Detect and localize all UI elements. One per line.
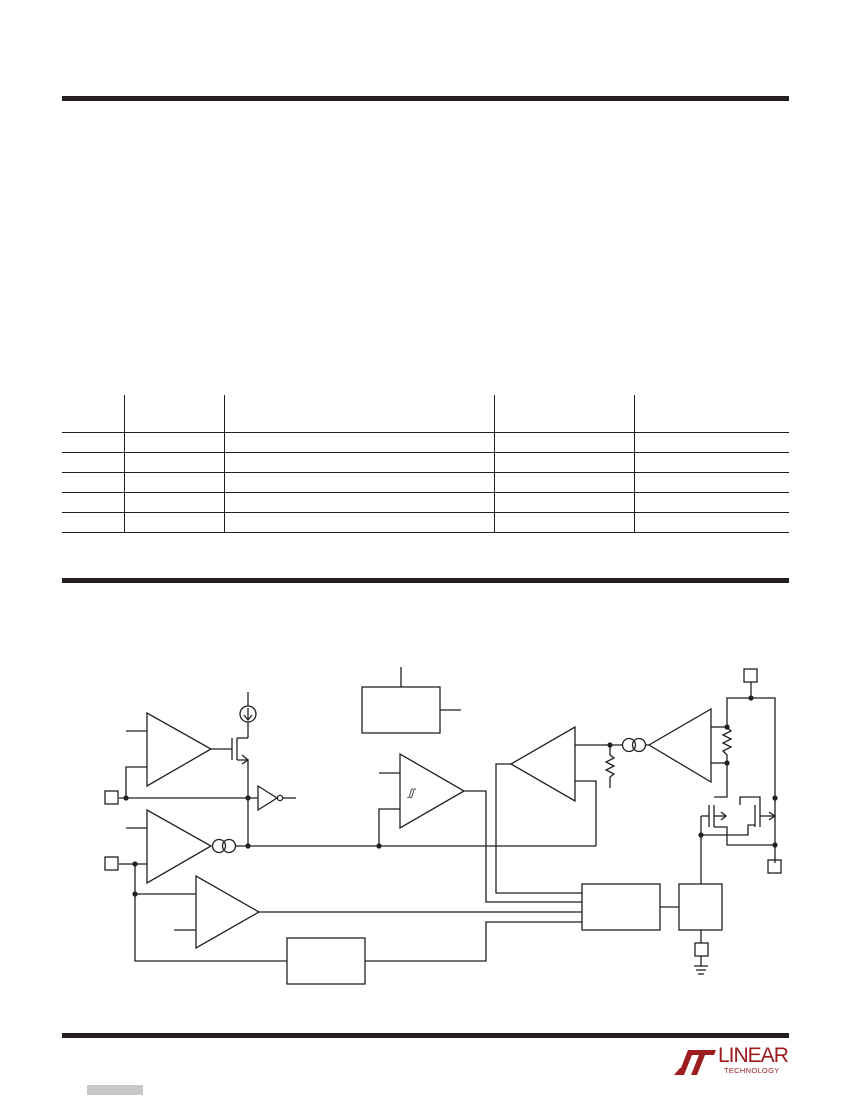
bottom-block bbox=[134, 894, 582, 985]
table-header-cell bbox=[123, 395, 224, 433]
current-source-transistor bbox=[231, 692, 257, 846]
table-cell bbox=[123, 472, 224, 493]
page-link-bar[interactable] bbox=[87, 1085, 143, 1095]
logic-block bbox=[581, 883, 661, 931]
pin-box bbox=[104, 790, 119, 805]
pin-box bbox=[104, 856, 119, 871]
logo-wordmark: LINEAR bbox=[718, 1044, 789, 1067]
table-row bbox=[62, 432, 789, 453]
table-cell bbox=[123, 432, 224, 453]
table-header-cell bbox=[62, 395, 124, 433]
amplifier-1 bbox=[125, 711, 232, 798]
ground-pin bbox=[694, 930, 709, 975]
table-cell bbox=[62, 512, 124, 533]
table-row bbox=[62, 452, 789, 473]
output-stage bbox=[700, 682, 777, 884]
table-cell bbox=[633, 432, 789, 453]
table-cell bbox=[493, 472, 634, 493]
table-header-row bbox=[62, 395, 789, 433]
pin-table bbox=[62, 395, 789, 533]
table-cell bbox=[223, 512, 494, 533]
table-cell bbox=[223, 432, 494, 453]
amplifier-5 bbox=[621, 707, 727, 784]
table-cell bbox=[633, 512, 789, 533]
table-cell bbox=[493, 452, 634, 473]
lt-mark-icon bbox=[674, 1050, 716, 1075]
table-cell bbox=[493, 492, 634, 513]
table-row bbox=[62, 472, 789, 493]
table-cell bbox=[633, 452, 789, 473]
table-cell bbox=[633, 492, 789, 513]
table-header-cell bbox=[493, 395, 634, 433]
table-header-cell bbox=[633, 395, 789, 433]
logo-subtitle: TECHNOLOGY bbox=[724, 1066, 780, 1075]
table-cell bbox=[223, 472, 494, 493]
resistor-1 bbox=[604, 745, 616, 788]
section-rule-bottom bbox=[62, 1033, 789, 1038]
section-rule-middle bbox=[62, 578, 789, 583]
junction-dots bbox=[123, 695, 778, 897]
table-cell bbox=[62, 492, 124, 513]
amplifier-4 bbox=[495, 725, 622, 894]
table-cell bbox=[62, 452, 124, 473]
table-cell bbox=[223, 492, 494, 513]
pin-box bbox=[767, 859, 782, 874]
table-cell bbox=[123, 512, 224, 533]
amplifier-3 bbox=[134, 864, 582, 950]
table-cell bbox=[123, 452, 224, 473]
table-cell bbox=[123, 492, 224, 513]
table-cell bbox=[493, 432, 634, 453]
table-cell bbox=[493, 512, 634, 533]
table-row bbox=[62, 512, 789, 533]
hysteresis-symbol: ∬ bbox=[407, 788, 416, 799]
table-header-cell bbox=[223, 395, 494, 433]
linear-technology-logo: LINEAR TECHNOLOGY bbox=[672, 1044, 790, 1080]
pin-box bbox=[743, 668, 758, 683]
hysteresis-comparator bbox=[378, 752, 582, 903]
table-row bbox=[62, 492, 789, 513]
reference-block bbox=[361, 667, 461, 734]
driver-block bbox=[678, 883, 723, 931]
table-cell bbox=[62, 432, 124, 453]
section-rule-top bbox=[62, 96, 789, 101]
inverter bbox=[119, 784, 296, 812]
amplifier-2 bbox=[119, 808, 596, 885]
table-cell bbox=[223, 452, 494, 473]
table-cell bbox=[62, 472, 124, 493]
table-cell bbox=[633, 472, 789, 493]
